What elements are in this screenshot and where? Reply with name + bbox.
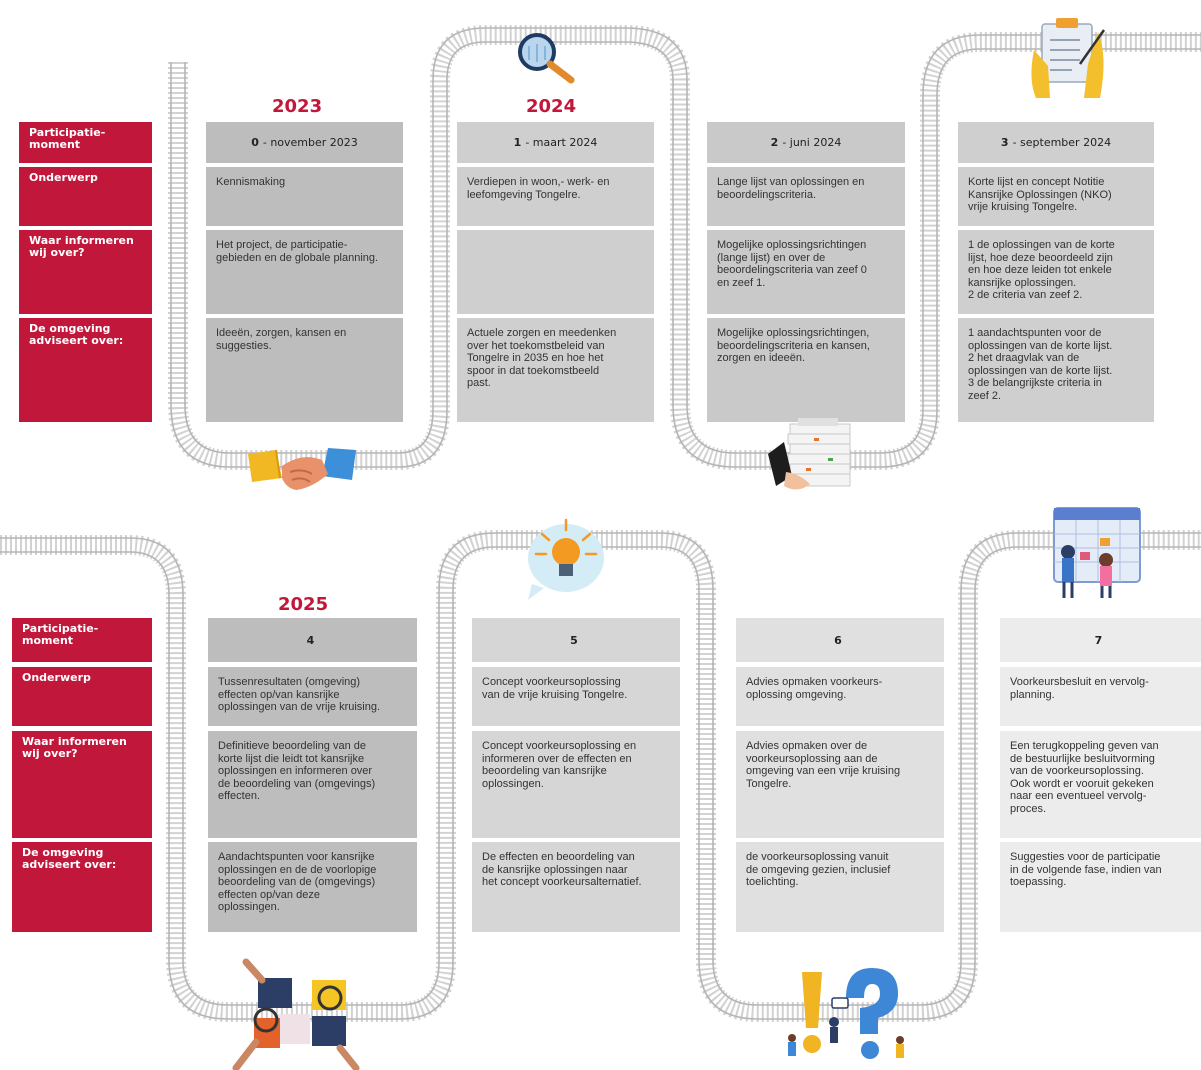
phase-4-header: 4 — [208, 618, 417, 662]
phase-1-onderwerp: Verdiepen in woon,- werk- en leefomgevin… — [457, 167, 654, 226]
phase-0-informeren: Het project, de participatie- gebieden e… — [206, 230, 403, 314]
phase-number: 1 — [513, 136, 522, 149]
phase-5-onderwerp: Concept voorkeursoplossing van de vrije … — [472, 667, 680, 726]
phase-date: - november 2023 — [262, 136, 358, 149]
row-label-moment: Participatie- moment — [19, 122, 152, 163]
phase-2-adviseert: Mogelijke oplossingsrichtingen, beoordel… — [707, 318, 905, 422]
phase-number: 2 — [770, 136, 779, 149]
phase-6-informeren: Advies opmaken over de voorkeursoplossin… — [736, 731, 944, 838]
year-2025: 2025 — [278, 594, 329, 615]
phase-0-onderwerp: Kennismaking — [206, 167, 403, 226]
handshake-icon — [248, 448, 356, 490]
year-2023: 2023 — [272, 96, 323, 117]
phase-number: 7 — [1094, 633, 1103, 647]
phase-0-adviseert: Ideeën, zorgen, kansen en suggesties. — [206, 318, 403, 422]
phase-4-adviseert: Aandachtspunten voor kansrijke oplossing… — [208, 842, 417, 932]
phase-3-informeren: 1 de oplossingen van de korte lijst, hoe… — [958, 230, 1154, 314]
phase-5-informeren: Concept voorkeursoplossing en informeren… — [472, 731, 680, 838]
row-label-informeren: Waar informeren wij over? — [12, 731, 152, 838]
phase-3-header: 3- september 2024 — [958, 122, 1154, 163]
question-exclamation-icon — [788, 968, 904, 1059]
clipboard-icon — [1031, 18, 1106, 98]
row-label-adviseert: De omgeving adviseert over: — [12, 842, 152, 932]
phase-4-informeren: Definitieve beoordeling van de korte lij… — [208, 731, 417, 838]
phase-number: 0 — [251, 136, 259, 149]
row-label-informeren: Waar informeren wij over? — [19, 230, 152, 314]
phase-7-onderwerp: Voorkeursbesluit en vervolg- planning. — [1000, 667, 1201, 726]
phase-1-adviseert: Actuele zorgen en meedenken over het toe… — [457, 318, 654, 422]
phase-date: - juni 2024 — [782, 136, 842, 149]
phase-number: 4 — [306, 633, 315, 647]
phase-6-onderwerp: Advies opmaken voorkeurs- oplossing omge… — [736, 667, 944, 726]
year-2024: 2024 — [526, 96, 577, 117]
phase-7-informeren: Een terugkoppeling geven van de bestuurl… — [1000, 731, 1201, 838]
phase-2-onderwerp: Lange lijst van oplossingen en beoordeli… — [707, 167, 905, 226]
row-label-onderwerp: Onderwerp — [12, 667, 152, 726]
phase-3-adviseert: 1 aandachtspunten voor de oplossingen va… — [958, 318, 1154, 422]
phase-7-header: 7 — [1000, 618, 1201, 662]
calendar-icon — [1053, 507, 1141, 598]
phase-number: 5 — [570, 633, 578, 647]
lightbulb-icon — [528, 518, 604, 600]
phase-5-adviseert: De effecten en beoordeling van de kansri… — [472, 842, 680, 932]
phase-1-informeren — [457, 230, 654, 314]
phase-0-header: 0- november 2023 — [206, 122, 403, 163]
phase-2-header: 2- juni 2024 — [707, 122, 905, 163]
phase-number: 3 — [1000, 136, 1009, 149]
paper-stack-icon — [768, 418, 851, 490]
phase-date: - september 2024 — [1012, 136, 1112, 149]
phase-3-onderwerp: Korte lijst en concept Notitie Kansrijke… — [958, 167, 1154, 226]
puzzle-icon — [232, 958, 360, 1070]
phase-1-header: 1- maart 2024 — [457, 122, 654, 163]
phase-5-header: 5 — [472, 618, 680, 662]
phase-6-header: 6 — [736, 618, 944, 662]
phase-4-onderwerp: Tussenresultaten (omgeving) effecten op/… — [208, 667, 417, 726]
phase-2-informeren: Mogelijke oplossingsrichtingen (lange li… — [707, 230, 905, 314]
phase-6-adviseert: de voorkeursoplossing vanuit de omgeving… — [736, 842, 944, 932]
phase-7-adviseert: Suggesties voor de participatie in de vo… — [1000, 842, 1201, 932]
phase-date: - maart 2024 — [525, 136, 598, 149]
row-label-onderwerp: Onderwerp — [19, 167, 152, 226]
magnifier-icon — [518, 33, 575, 84]
row-label-moment: Participatie- moment — [12, 618, 152, 662]
phase-number: 6 — [834, 633, 842, 647]
row-label-adviseert: De omgeving adviseert over: — [19, 318, 152, 422]
